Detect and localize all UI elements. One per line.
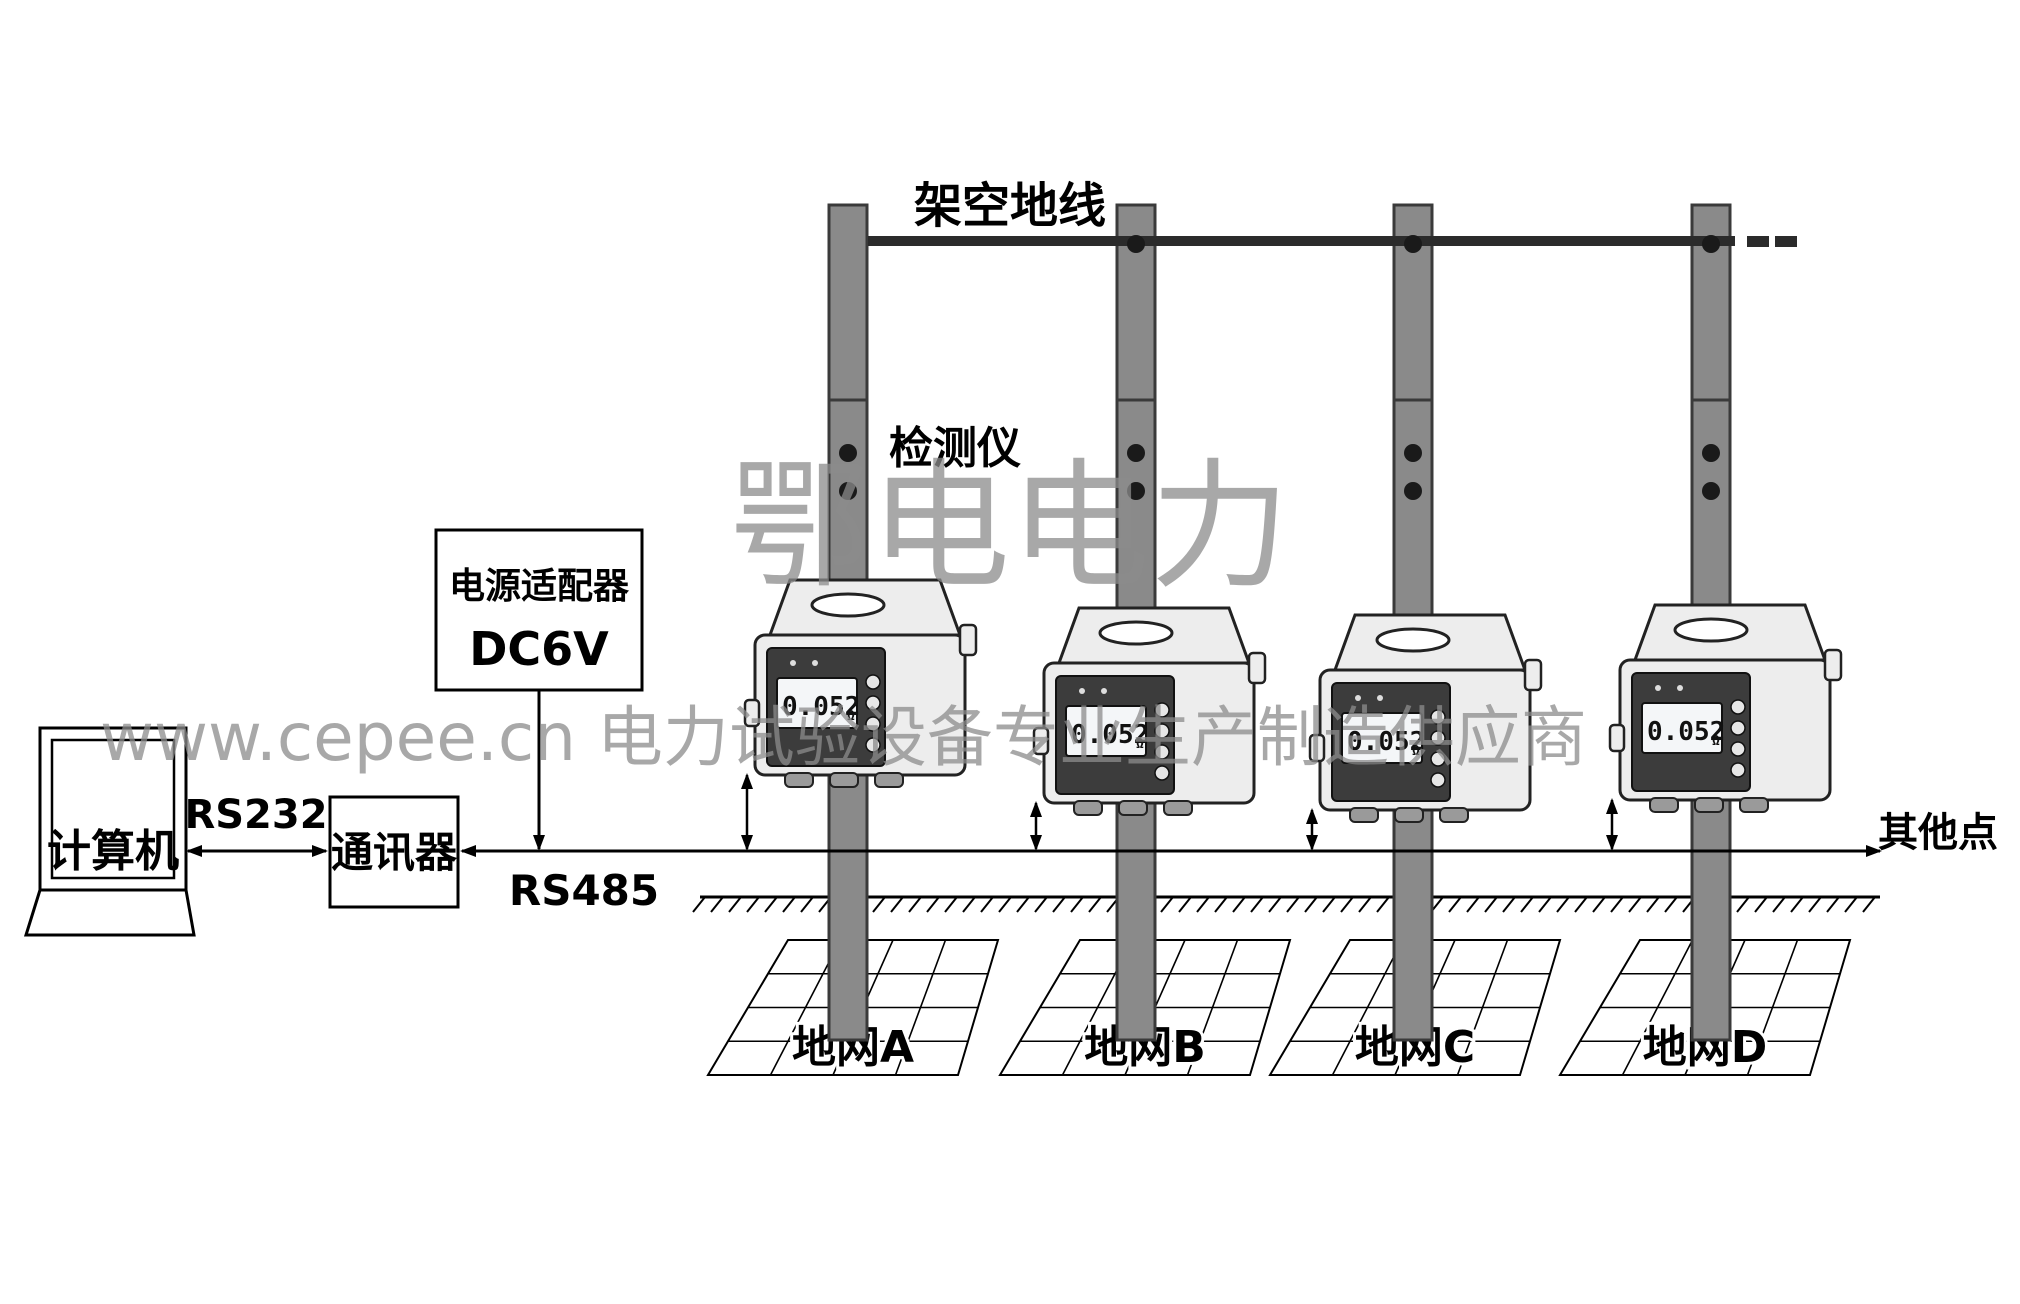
pole-bolt [1127,482,1145,500]
pole-bolt [1404,482,1422,500]
wire-clamp [1404,235,1422,253]
communicator: 通讯器 [328,795,460,909]
display-reading: 0.052 [782,692,860,722]
device-button [1430,730,1446,746]
device-button [865,737,881,753]
pole-bolt [1404,444,1422,462]
pole-bolt [1127,444,1145,462]
display-reading: 0.052 [1071,720,1149,750]
overhead-ground-wire [868,236,1797,247]
device-button [865,695,881,711]
rs232-label: RS232 [184,792,327,838]
lcd-display [1641,702,1723,754]
communicator-label: 通讯器 [331,828,458,877]
power-adapter-voltage: DC6V [469,622,609,676]
pole-bolt [839,444,857,462]
wire-clamp [1127,235,1145,253]
device-button [1154,723,1170,739]
lcd-display [776,677,858,729]
rs485-bus [460,773,1882,857]
display-unit: Ω [1712,734,1720,749]
wire-clamp [1702,235,1720,253]
display-reading: 0.052 [1347,727,1425,757]
pole-bolt [1702,482,1720,500]
device-button [1730,762,1746,778]
device-button [1730,699,1746,715]
device-button [1730,720,1746,736]
site-watermark: www.cepee.cn 电力试验设备专业生产制造供应商 [100,699,1587,776]
device-button [1154,702,1170,718]
display-unit: Ω [1412,744,1420,759]
device-button [1730,741,1746,757]
brand-watermark: 鄂电电力 [730,446,1290,609]
device-button [1430,709,1446,725]
computer: 计算机 [23,726,196,937]
display-unit: Ω [847,709,855,724]
lcd-display [1065,705,1147,757]
display-unit: Ω [1136,737,1144,752]
device-button [1430,751,1446,767]
device-button [1154,765,1170,781]
pole-bolt [1702,444,1720,462]
device-button [1154,744,1170,760]
other-points-label: 其他点 [1878,810,1998,856]
overhead-ground-wire-label: 架空地线 [914,178,1106,234]
computer-label: 计算机 [47,826,179,877]
ground-surface [692,895,1880,913]
lcd-display [1341,712,1423,764]
pole-bolt [839,482,857,500]
ground-grid-label: 地网D [1643,1022,1768,1073]
display-reading: 0.052 [1647,717,1725,747]
ground-grid: 地网D [1558,939,1852,1076]
power-adapter-label: 电源适配器 [449,566,630,607]
rs232-link: RS232 [184,792,328,857]
device-button [1430,772,1446,788]
rs485-label: RS485 [509,866,659,915]
detector-label: 检测仪 [889,423,1021,474]
power-adapter: 电源适配器 DC6V [434,528,644,851]
device-button [865,674,881,690]
device-button [865,716,881,732]
